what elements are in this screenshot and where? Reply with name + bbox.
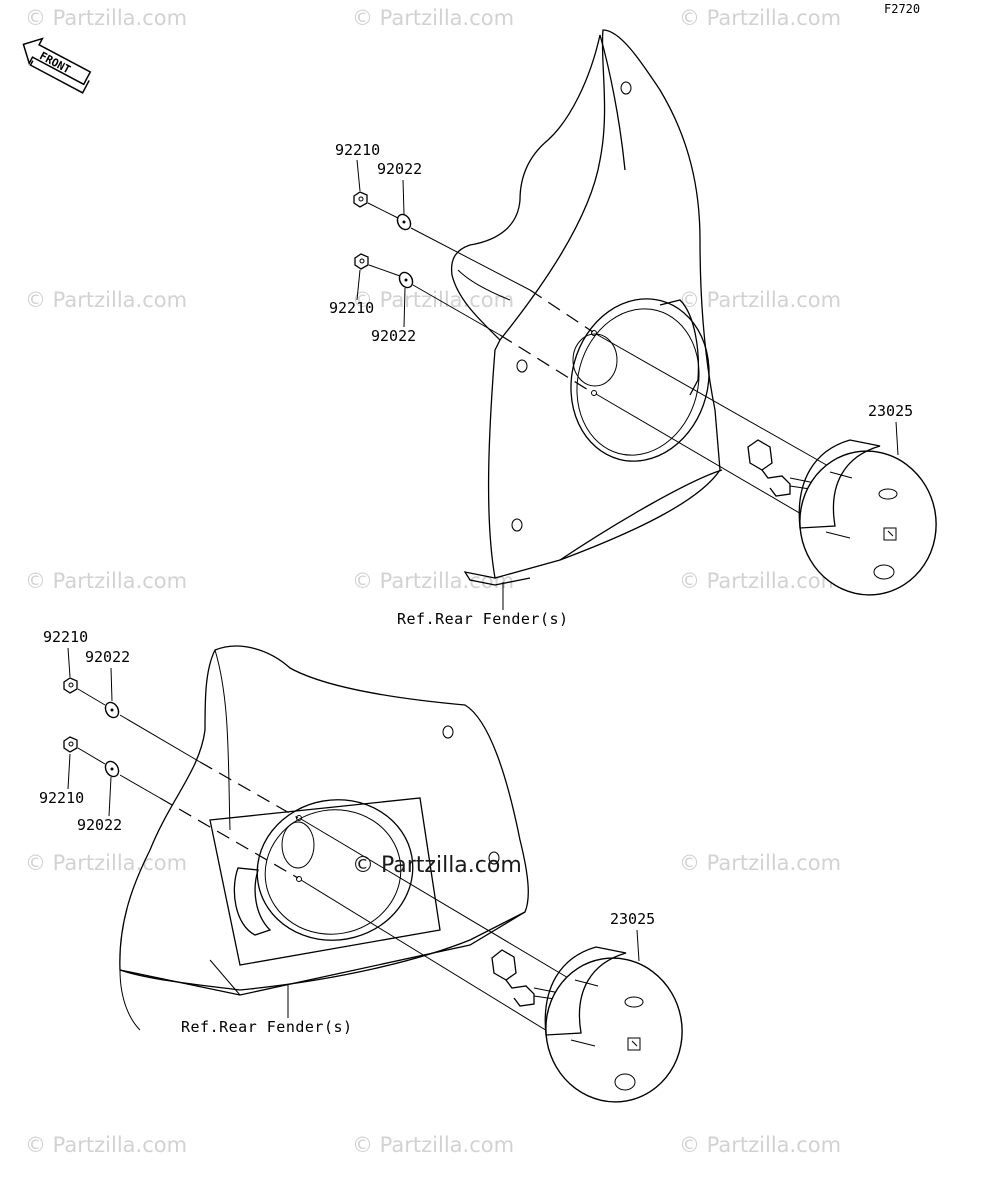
watermark: © Partzilla.com — [352, 6, 514, 30]
watermark: © Partzilla.com — [25, 569, 187, 593]
taillight-unit — [747, 439, 937, 596]
part-number-label: 23025 — [610, 910, 655, 928]
part-number-label: 92210 — [39, 789, 84, 807]
watermark: © Partzilla.com — [679, 6, 841, 30]
nut-icon — [63, 677, 78, 694]
taillight-unit — [491, 946, 683, 1103]
watermark-layer: © Partzilla.com © Partzilla.com © Partzi… — [25, 6, 841, 1157]
lower-assembly: 92210 92022 92210 92022 23025 Ref.Rear F… — [39, 628, 683, 1103]
center-watermark: © Partzilla.com — [352, 853, 522, 878]
watermark: © Partzilla.com — [352, 288, 514, 312]
nut-icon — [353, 191, 368, 208]
watermark: © Partzilla.com — [25, 6, 187, 30]
reference-label: Ref.Rear Fender(s) — [181, 1018, 353, 1036]
nut-icon — [63, 736, 78, 753]
part-number-label: 92210 — [43, 628, 88, 646]
watermark: © Partzilla.com — [679, 851, 841, 875]
watermark: © Partzilla.com — [25, 851, 187, 875]
part-number-label: 92210 — [329, 299, 374, 317]
watermark: © Partzilla.com — [25, 288, 187, 312]
watermark: © Partzilla.com — [679, 1133, 841, 1157]
figure-code: F2720 — [884, 2, 920, 16]
part-number-label: 23025 — [868, 402, 913, 420]
part-number-label: 92022 — [85, 648, 130, 666]
nut-icon — [354, 253, 369, 270]
watermark: © Partzilla.com — [25, 1133, 187, 1157]
watermark: © Partzilla.com — [352, 1133, 514, 1157]
part-number-label: 92022 — [77, 816, 122, 834]
watermark: © Partzilla.com — [679, 288, 841, 312]
watermark: © Partzilla.com — [352, 569, 514, 593]
upper-assembly: 92210 92022 92210 92022 23025 Ref.Rear F… — [329, 29, 937, 628]
part-number-label: 92022 — [377, 160, 422, 178]
front-arrow-icon: FRONT — [22, 37, 92, 94]
watermark: © Partzilla.com — [679, 569, 841, 593]
part-number-label: 92022 — [371, 327, 416, 345]
part-number-label: 92210 — [335, 141, 380, 159]
reference-label: Ref.Rear Fender(s) — [397, 610, 569, 628]
